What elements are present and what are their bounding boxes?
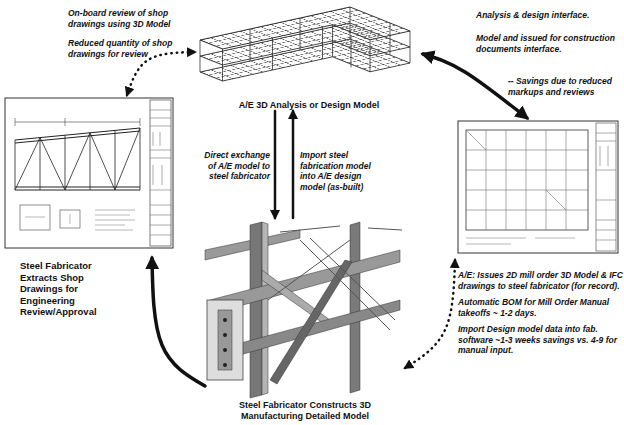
- flow-arrow: [274, 111, 277, 218]
- grid-lines: [466, 130, 588, 230]
- figure-panel: Steel Fabricator Constructs 3D Manufactu…: [205, 218, 405, 422]
- connector-label: Import steel fabrication model into A/E …: [300, 150, 388, 192]
- title-block: [596, 123, 616, 251]
- note-lines: [25, 210, 135, 230]
- bolt: [223, 318, 227, 322]
- steel-brace: [270, 260, 352, 384]
- bolt: [223, 348, 227, 352]
- truss-chords: [15, 128, 140, 190]
- shop-drawing-sheet: [5, 98, 173, 248]
- bolt: [223, 333, 227, 337]
- column-lines: [200, 7, 410, 81]
- floor-grid: [200, 7, 410, 49]
- flow-arrow: [423, 54, 527, 118]
- column-flange: [262, 222, 268, 395]
- flow-arrow: [127, 52, 195, 95]
- panel-caption: Import Design model data into fab. softw…: [458, 324, 623, 356]
- panel-caption: A/E: Issues 2D mill order 3D Model & IFC…: [458, 270, 623, 291]
- framing-plan: [466, 130, 588, 230]
- sheet-border: [458, 121, 618, 253]
- figure-panel: Steel Fabricator Extracts Shop Drawings …: [2, 95, 152, 318]
- title-block-lines: [596, 133, 616, 240]
- steel-members: [268, 226, 402, 330]
- steel-beam: [262, 270, 330, 328]
- steel-column: [350, 222, 360, 393]
- annotation-note: Analysis & design interface.: [476, 10, 621, 21]
- truss-web: [15, 128, 140, 190]
- panel-caption: Steel Fabricator Extracts Shop Drawings …: [20, 260, 112, 318]
- annotation-note: On-board review of shop drawings using 3…: [68, 8, 196, 29]
- title-block-lines: [150, 110, 171, 235]
- annotation-note: Reduced quantity of shop drawings for re…: [68, 38, 190, 59]
- figure-panel: A/E 3D Analysis or Design Model: [195, 2, 423, 111]
- note-lines: [466, 238, 575, 244]
- title-block: [150, 100, 171, 246]
- connection-inset: [207, 300, 243, 380]
- steel-framing-render: [205, 222, 402, 398]
- design-model-wireframe: [200, 7, 410, 81]
- dimension-line: [15, 118, 140, 126]
- annotation-note: -- Savings due to reduced markups and re…: [508, 76, 622, 97]
- sheet-border: [5, 98, 173, 248]
- flow-arrow: [152, 258, 205, 386]
- panel-caption: Automatic BOM for Mill Order Manual take…: [458, 297, 623, 318]
- connection-plate: [218, 310, 232, 370]
- section-detail: [20, 205, 50, 230]
- bolt: [223, 363, 227, 367]
- steel-column: [250, 222, 262, 398]
- panel-caption: A/E 3D Analysis or Design Model: [195, 100, 423, 111]
- figure-panel: A/E: Issues 2D mill order 3D Model & IFC…: [455, 118, 623, 362]
- annotation-note: Model and issued for construction docume…: [476, 33, 621, 54]
- flow-arrow: [292, 111, 295, 218]
- connector-label: Direct exchange of A/E model to steel fa…: [196, 150, 270, 182]
- panel-caption: Steel Fabricator Constructs 3D Manufactu…: [215, 400, 395, 422]
- flow-arrow: [405, 260, 455, 368]
- ifc-drawing-sheet: [458, 121, 618, 253]
